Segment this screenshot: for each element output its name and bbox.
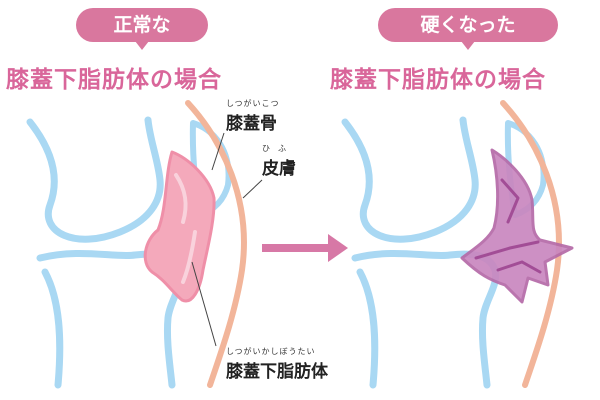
skin-label: ひふ 皮膚 — [262, 143, 296, 179]
fat-pad-leader-line — [191, 261, 217, 347]
left-skin — [185, 100, 247, 388]
normal-badge: 正常な — [76, 8, 208, 50]
hardened-badge: 硬くなった — [378, 8, 558, 50]
right-knee — [341, 100, 574, 389]
fat-pad-ruby: しつがいかしぼうたい — [226, 347, 316, 356]
left-fat-pad — [143, 150, 216, 303]
right-subtitle: 膝蓋下脂肪体の場合 — [330, 67, 546, 93]
patella-leader-line — [211, 132, 225, 171]
left-knee — [26, 100, 263, 389]
fat-pad-text: 膝蓋下脂肪体 — [226, 362, 328, 382]
skin-leader-line — [242, 179, 263, 199]
patella-text: 膝蓋骨 — [226, 114, 277, 134]
right-femur — [341, 116, 479, 243]
right-skin — [500, 100, 562, 388]
left-subtitle: 膝蓋下脂肪体の場合 — [6, 67, 222, 93]
left-femur — [26, 116, 164, 243]
skin-ruby: ひふ — [262, 144, 294, 153]
fat-pad-label: しつがいかしぼうたい 膝蓋下脂肪体 — [226, 346, 328, 382]
patella-ruby: しつがいこつ — [226, 99, 280, 108]
transition-arrow — [262, 234, 348, 262]
right-fat-pad — [460, 148, 574, 304]
skin-text: 皮膚 — [262, 159, 296, 179]
patella-label: しつがいこつ 膝蓋骨 — [226, 98, 280, 134]
